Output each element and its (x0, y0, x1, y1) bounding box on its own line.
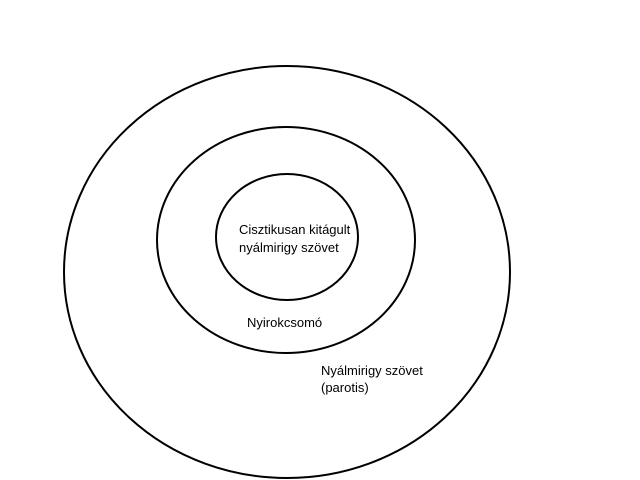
outer-ring-salivary-gland (63, 65, 511, 479)
inner-ring-cystic-tissue (215, 173, 359, 301)
middle-ring-lymph-node (156, 126, 416, 354)
outer-label-line2: (parotis) (321, 380, 369, 395)
inner-label-line1: Cisztikusan kitágult (239, 222, 351, 237)
inner-label-line2: nyálmirigy szövet (239, 240, 339, 255)
outer-label-line1: Nyálmirigy szövet (321, 363, 423, 378)
middle-label: Nyirokcsomó (247, 315, 322, 330)
